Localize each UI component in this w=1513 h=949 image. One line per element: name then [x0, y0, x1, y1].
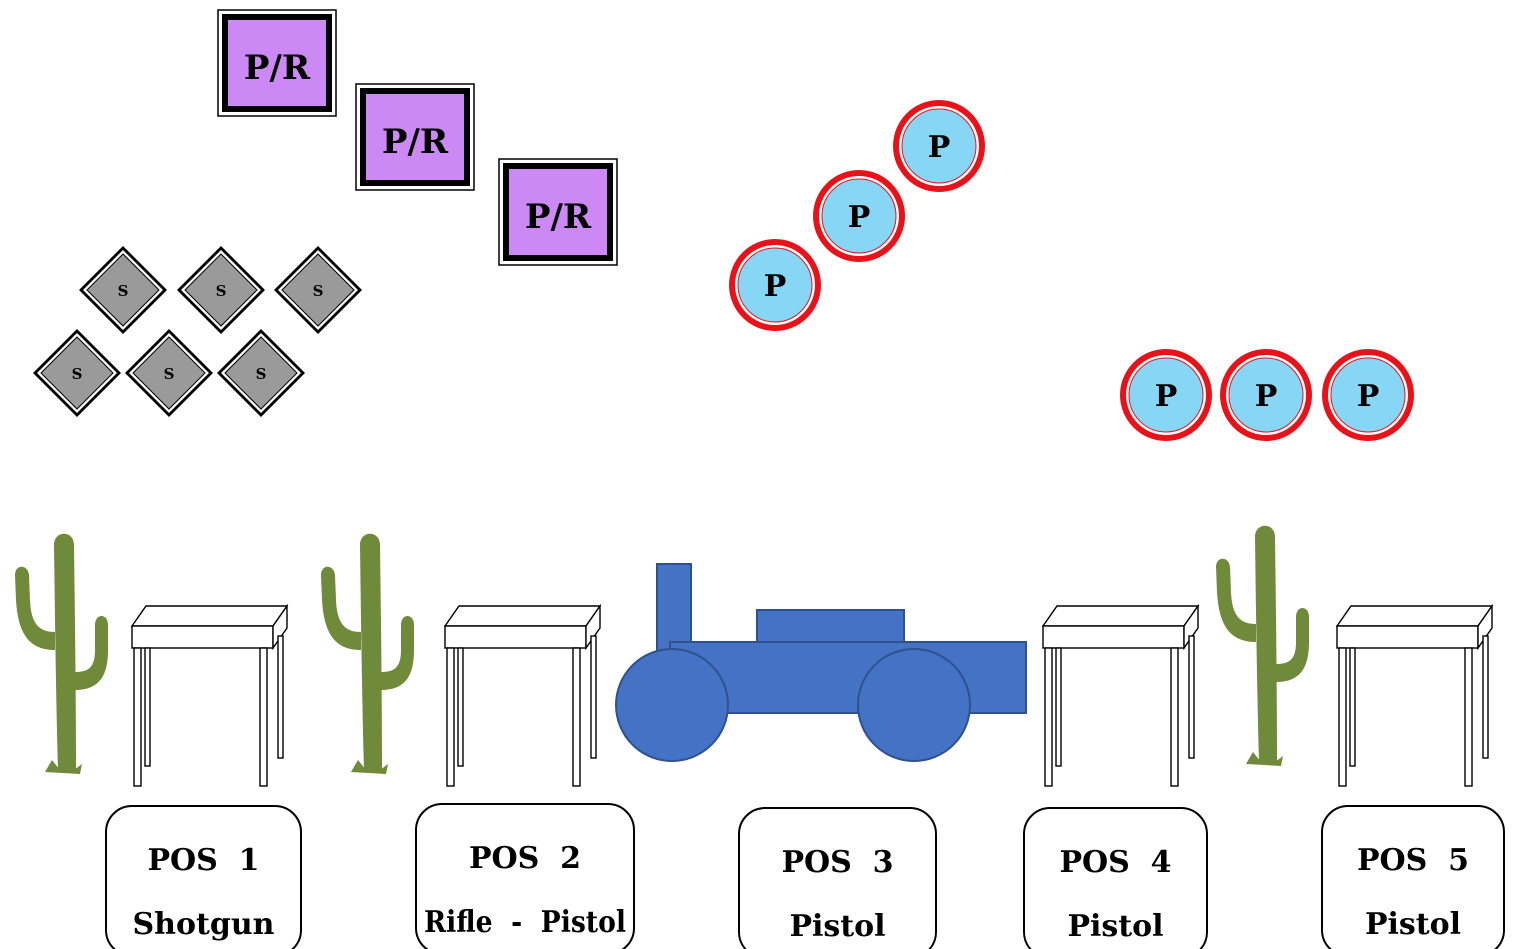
- position-title: POS 2: [469, 841, 581, 876]
- position-box: POS 2 Rifle - Pistol: [415, 803, 635, 949]
- position-gun: Shotgun: [133, 907, 275, 942]
- position-gun: Pistol: [1067, 909, 1163, 944]
- position-title: POS 5: [1357, 843, 1469, 878]
- pistol-target: P: [1322, 349, 1414, 441]
- pistol-target: P: [729, 239, 821, 331]
- shotgun-target-label: S: [313, 282, 324, 300]
- pistol-rifle-target: P/R: [498, 158, 618, 266]
- pistol-rifle-target: P/R: [217, 9, 337, 117]
- pistol-rifle-target-label: P/R: [382, 122, 449, 162]
- shotgun-target-label: S: [164, 365, 175, 383]
- pistol-target: P: [893, 100, 985, 192]
- pistol-target: P: [813, 170, 905, 262]
- pistol-target-label: P: [848, 200, 871, 235]
- position-title: POS 1: [147, 843, 259, 878]
- cannon-prop-icon: [615, 563, 1027, 762]
- shotgun-targets: S S S S S S: [33, 246, 362, 417]
- pistol-target-label: P: [764, 269, 787, 304]
- shotgun-target: S: [79, 246, 167, 334]
- shooting-table-icon: [131, 605, 288, 787]
- position-title: POS 3: [781, 845, 893, 880]
- shotgun-target-label: S: [256, 365, 267, 383]
- position-title: POS 4: [1059, 845, 1171, 880]
- shotgun-target: S: [274, 246, 362, 334]
- shooting-table-icon: [1042, 605, 1199, 787]
- position-box: POS 4 Pistol: [1023, 807, 1208, 949]
- pistol-target-label: P: [1255, 379, 1278, 414]
- shooting-table-icon: [1336, 605, 1493, 787]
- position-box: POS 5 Pistol: [1321, 805, 1505, 949]
- pistol-rifle-target-label: P/R: [244, 48, 311, 88]
- position-box: POS 1 Shotgun: [105, 805, 302, 949]
- cactus-icon: [15, 533, 108, 774]
- pistol-target-label: P: [1155, 379, 1178, 414]
- pistol-target-label: P: [1357, 379, 1380, 414]
- pistol-target: P: [1120, 349, 1212, 441]
- cactus-icon: [1216, 525, 1309, 766]
- position-labels: POS 1 Shotgun POS 2 Rifle - Pistol POS 3 Pist…: [105, 803, 1505, 949]
- shotgun-target: S: [125, 329, 213, 417]
- pistol-rifle-target-label: P/R: [525, 197, 592, 237]
- shotgun-target: S: [33, 329, 121, 417]
- pistol-target: P: [1220, 349, 1312, 441]
- position-gun: Rifle - Pistol: [424, 905, 626, 940]
- pistol-rifle-targets: P/R P/R P/R: [217, 9, 618, 266]
- position-gun: Pistol: [1365, 907, 1461, 942]
- shooting-table-icon: [444, 605, 601, 787]
- shotgun-target: S: [217, 329, 305, 417]
- position-box: POS 3 Pistol: [738, 807, 937, 949]
- pistol-target-label: P: [928, 130, 951, 165]
- position-gun: Pistol: [789, 909, 885, 944]
- pistol-rifle-target: P/R: [355, 83, 475, 191]
- shotgun-target-label: S: [72, 365, 83, 383]
- cactus-icon: [321, 533, 414, 774]
- shotgun-target: S: [177, 246, 265, 334]
- shotgun-target-label: S: [118, 282, 129, 300]
- shotgun-target-label: S: [216, 282, 227, 300]
- pistol-targets-group-a: P P P: [729, 100, 985, 331]
